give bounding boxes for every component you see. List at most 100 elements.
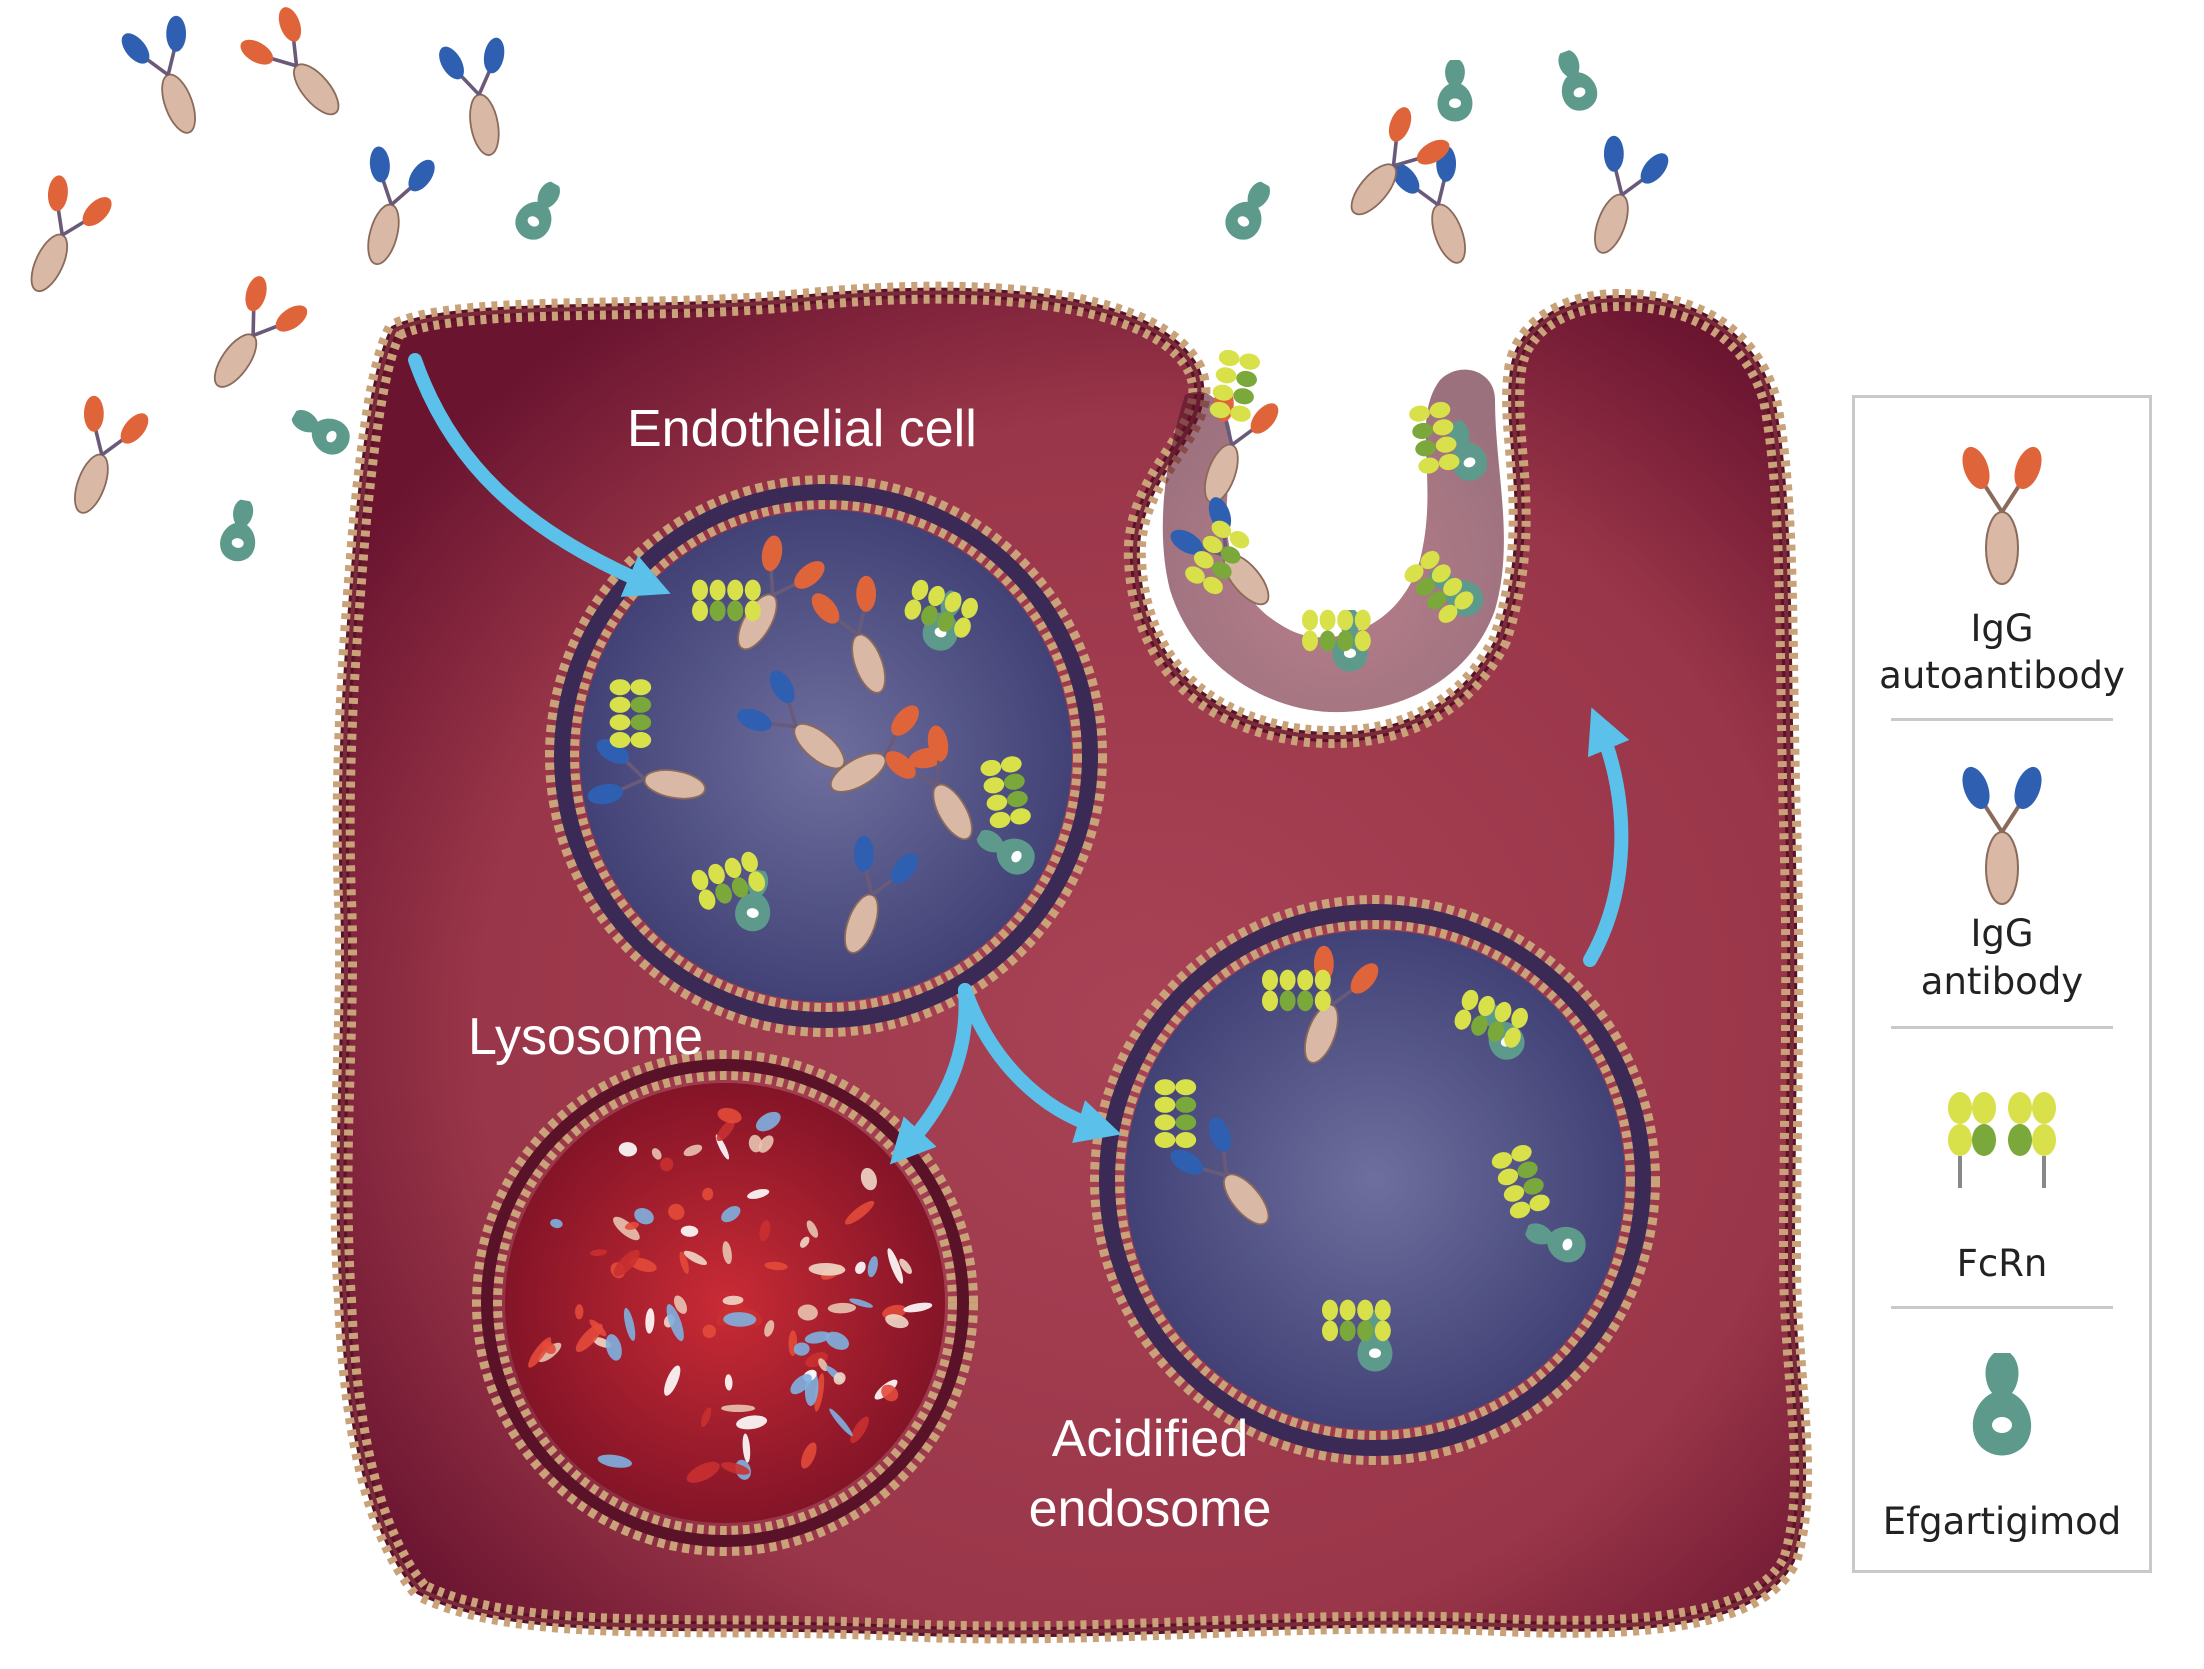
igg-autoantibody-molecule: [240, 7, 340, 116]
antibody-fragment: [651, 1148, 662, 1160]
antibody-fragment: [721, 1404, 756, 1413]
igg-antibody-molecule: [439, 37, 505, 156]
legend: IgG autoantibody IgG antibody: [1852, 395, 2152, 1573]
antibody-fragment: [850, 1416, 869, 1444]
igg-antibody-molecule: [367, 146, 435, 266]
legend-label-line1: IgG: [1970, 607, 2034, 650]
antibody-fragment: [589, 1319, 607, 1337]
antibody-fragment: [634, 1207, 654, 1225]
antibody-fragment: [867, 1256, 878, 1278]
molecules-layer: [30, 7, 1669, 1372]
igg-antibody-molecule: [1594, 135, 1669, 254]
igg-autoantibody-molecule: [737, 535, 825, 651]
igg-autoantibody-molecule: [1350, 107, 1450, 216]
endothelial-cell-label: Endothelial cell: [627, 400, 977, 458]
antibody-fragment: [668, 1203, 685, 1221]
antibody-fragment: [645, 1308, 655, 1334]
antibody-fragment: [660, 1157, 674, 1172]
efgartigimod-molecule: [1437, 60, 1473, 122]
antibody-fragment: [702, 1324, 717, 1339]
antibody-fragment: [550, 1218, 563, 1229]
invagination-pocket: [1162, 369, 1504, 713]
antibody-fragment: [808, 1262, 846, 1276]
antibody-fragment: [624, 1221, 639, 1230]
antibody-fragment: [793, 1342, 810, 1356]
igg-autoantibody-icon: [1962, 446, 2042, 585]
fcrn-receptor: [691, 851, 766, 910]
antibody-fragment: [849, 1298, 873, 1308]
efgartigimod-molecule: [1225, 181, 1270, 240]
antibody-fragment: [542, 1341, 556, 1355]
fcrn-receptor: [1409, 401, 1460, 474]
antibody-fragment: [758, 1135, 774, 1153]
fcrn-icon: [1948, 1092, 2056, 1188]
antibody-fragment: [721, 1206, 741, 1223]
antibody-fragment: [613, 1249, 640, 1277]
antibody-fragment: [597, 1454, 633, 1468]
igg-antibody-molecule: [1391, 145, 1466, 264]
antibody-fragment: [860, 1167, 877, 1191]
fcrn-receptor: [692, 579, 761, 622]
fcrn-receptor: [1454, 989, 1528, 1048]
igg-autoantibody-molecule: [74, 395, 149, 514]
antibody-fragment: [722, 1295, 744, 1306]
antibody-fragments: [528, 1107, 933, 1483]
efgartigimod-icon: [1972, 1353, 2032, 1456]
igg-autoantibody-molecule: [811, 575, 886, 694]
fcrn-receptor: [1185, 520, 1250, 595]
igg-antibody-molecule: [844, 835, 919, 954]
antibody-fragment: [722, 1241, 732, 1265]
antibody-fragment: [797, 1304, 818, 1321]
fcrn-receptor: [609, 679, 652, 749]
igg-antibody-molecule: [587, 739, 706, 805]
antibody-fragment: [881, 1384, 899, 1402]
antibody-fragment: [887, 1248, 904, 1284]
antibody-fragment: [747, 1189, 770, 1199]
antibody-fragment: [790, 1373, 812, 1395]
antibody-fragment: [764, 1261, 788, 1271]
igg-autoantibody-molecule: [885, 725, 973, 841]
antibody-fragment: [833, 1372, 846, 1385]
antibody-fragment: [799, 1236, 810, 1248]
antibody-fragment: [829, 1408, 853, 1437]
fcrn-receptor: [1491, 1144, 1550, 1219]
antibody-fragment: [721, 1462, 750, 1475]
legend-label: Efgartigimod: [1882, 1500, 2122, 1543]
uptake-arrow: [408, 353, 671, 597]
fcrn-receptor: [904, 579, 978, 638]
efgartigimod-molecule: [1448, 420, 1488, 481]
antibody-fragment: [885, 1314, 909, 1329]
antibody-fragment: [755, 1111, 781, 1132]
antibody-fragment: [717, 1107, 742, 1124]
acidified-endosome-label-line2: endosome: [1028, 1480, 1272, 1538]
antibody-fragment: [855, 1261, 866, 1274]
legend-label: FcRn: [1956, 1242, 2048, 1285]
antibody-fragment: [683, 1250, 708, 1266]
efgartigimod-molecule: [220, 499, 256, 562]
antibody-fragment: [759, 1220, 771, 1242]
antibody-fragment: [748, 1134, 763, 1153]
legend-label-line1: IgG: [1970, 912, 2034, 955]
igg-antibody-molecule: [1170, 1117, 1270, 1226]
igg-autoantibody-molecule: [829, 705, 945, 793]
antibody-fragment: [605, 1334, 622, 1361]
fcrn-receptor: [980, 756, 1031, 829]
antibody-fragment: [903, 1302, 933, 1313]
efgartigimod-molecule: [976, 830, 1035, 875]
fcrn-receptor: [1404, 550, 1474, 623]
fcrn-receptor: [1209, 349, 1260, 422]
igg-antibody-molecule: [121, 15, 196, 134]
legend-divider: [1891, 1306, 2113, 1309]
igg-autoantibody-molecule: [30, 175, 112, 293]
antibody-fragment: [825, 1331, 850, 1350]
antibody-fragment: [574, 1304, 584, 1320]
antibody-fragment: [686, 1461, 720, 1483]
antibody-fragment: [623, 1307, 636, 1341]
antibody-fragment: [724, 1374, 733, 1391]
legend-divider: [1891, 1026, 2113, 1029]
acidified-endosome-label-line1: Acidified: [1051, 1410, 1249, 1468]
antibody-fragment: [827, 1302, 857, 1314]
antibody-fragment: [679, 1251, 689, 1274]
antibody-fragment: [736, 1415, 768, 1430]
